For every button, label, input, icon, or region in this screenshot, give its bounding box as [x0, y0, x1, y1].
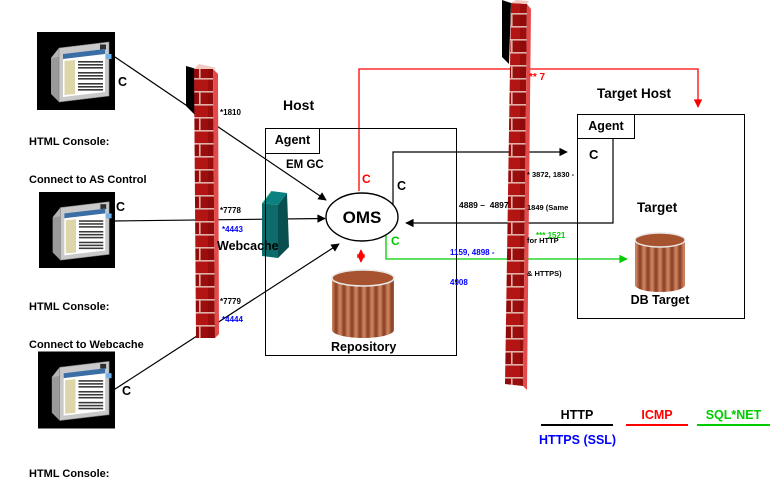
port-7778: *7778	[220, 206, 241, 215]
db-target-cylinder	[634, 232, 686, 292]
repository-cylinder	[331, 269, 395, 338]
console-icon	[37, 32, 115, 110]
port-4443: *4443	[222, 225, 243, 234]
console3-c-label: C	[122, 384, 132, 398]
legend-http: HTTP	[541, 408, 613, 426]
db-target-label: DB Target	[630, 293, 690, 307]
host-agent-box: Agent	[265, 128, 320, 154]
sqlnet-c-label: C	[391, 234, 400, 248]
console1-c-label: C	[118, 75, 128, 89]
legend-https: HTTPS (SSL)	[539, 433, 617, 447]
agent-upload-line	[405, 139, 614, 228]
host-title: Host	[283, 97, 315, 113]
port-4444: *4444	[222, 315, 243, 324]
target-agent-label: Agent	[588, 118, 624, 133]
console-label-apache: HTML Console: Connect to Apache	[29, 468, 110, 481]
legend-sqlnet: SQL*NET	[697, 408, 770, 426]
http-line-as-control	[114, 56, 327, 201]
host-box	[265, 128, 457, 356]
host-agent-label: Agent	[274, 133, 311, 147]
repository-label: Repository	[331, 340, 397, 354]
em-gc-label: EM GC	[286, 159, 324, 171]
oms-label: OMS	[342, 208, 382, 227]
target-label: Target	[637, 200, 678, 215]
legend-icmp: ICMP	[626, 408, 688, 426]
target-agent-box: Agent	[577, 114, 635, 139]
port-7779: *7779	[220, 297, 241, 306]
console-label-as-control: HTML Console: Connect to AS Control	[29, 136, 147, 187]
webcache-box	[261, 190, 289, 258]
http-line-apache	[111, 243, 340, 392]
firewall-1	[186, 64, 219, 338]
host-c-label: C	[397, 179, 407, 193]
sqlnet-port-label: *** 1521	[536, 231, 566, 240]
console-label-webcache: HTML Console: Connect to Webcache	[29, 301, 144, 352]
target-agent-c-label: C	[589, 147, 599, 162]
target-host-box	[577, 114, 745, 319]
webcache-label: Webcache	[217, 239, 279, 253]
firewall-2	[502, 0, 531, 390]
sqlnet-line	[385, 235, 628, 264]
icmp-port-label: ** 7	[529, 72, 546, 83]
target-host-title: Target Host	[597, 86, 672, 101]
upload-http-ports: 4889 – 4897	[459, 200, 509, 210]
console2-c-label: C	[116, 200, 126, 214]
upload-https-ports: 1159, 4898 - 4908	[450, 248, 495, 287]
oms-ellipse	[325, 192, 399, 242]
port-1810: *1810	[220, 108, 241, 117]
icmp-c-label: C	[362, 172, 371, 186]
agent-http-ports: * 3872, 1830 - 1849 (Same for HTTP & HTT…	[527, 170, 575, 278]
